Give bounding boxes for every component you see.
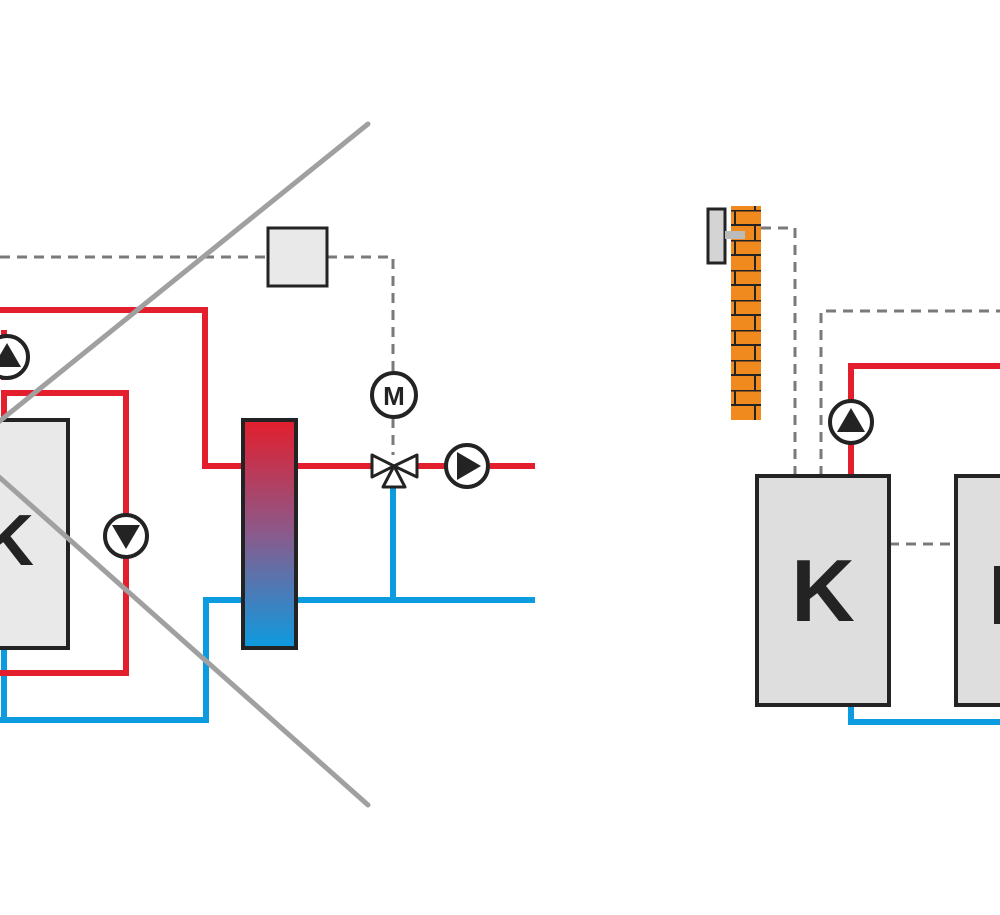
pump-icon — [444, 443, 490, 489]
left-boiler-label: K — [0, 501, 34, 581]
cold-pipe-right — [848, 705, 1000, 725]
motor-actuator-icon: M — [370, 371, 418, 419]
sensor-stem — [725, 231, 745, 239]
right-boiler-label: K — [791, 541, 855, 640]
strike-through — [0, 121, 371, 808]
left-scheme: K M — [0, 121, 535, 808]
brick-wall — [731, 206, 761, 420]
pump-icon — [103, 513, 149, 559]
control-lines-left — [0, 255, 395, 455]
controller-box — [266, 226, 329, 288]
pump-icon — [828, 399, 874, 445]
control-lines-right — [761, 226, 1000, 546]
mixing-valve-icon — [370, 453, 419, 489]
left-boiler — [0, 418, 70, 650]
right-scheme: K — [706, 206, 1000, 725]
second-unit-label-fragment — [994, 566, 1000, 624]
pump-icon — [0, 334, 30, 380]
second-unit — [954, 474, 1000, 707]
right-boiler — [755, 474, 891, 707]
buffer-tank — [241, 418, 298, 650]
motor-label: M — [383, 381, 405, 411]
outdoor-sensor-icon — [706, 207, 727, 265]
